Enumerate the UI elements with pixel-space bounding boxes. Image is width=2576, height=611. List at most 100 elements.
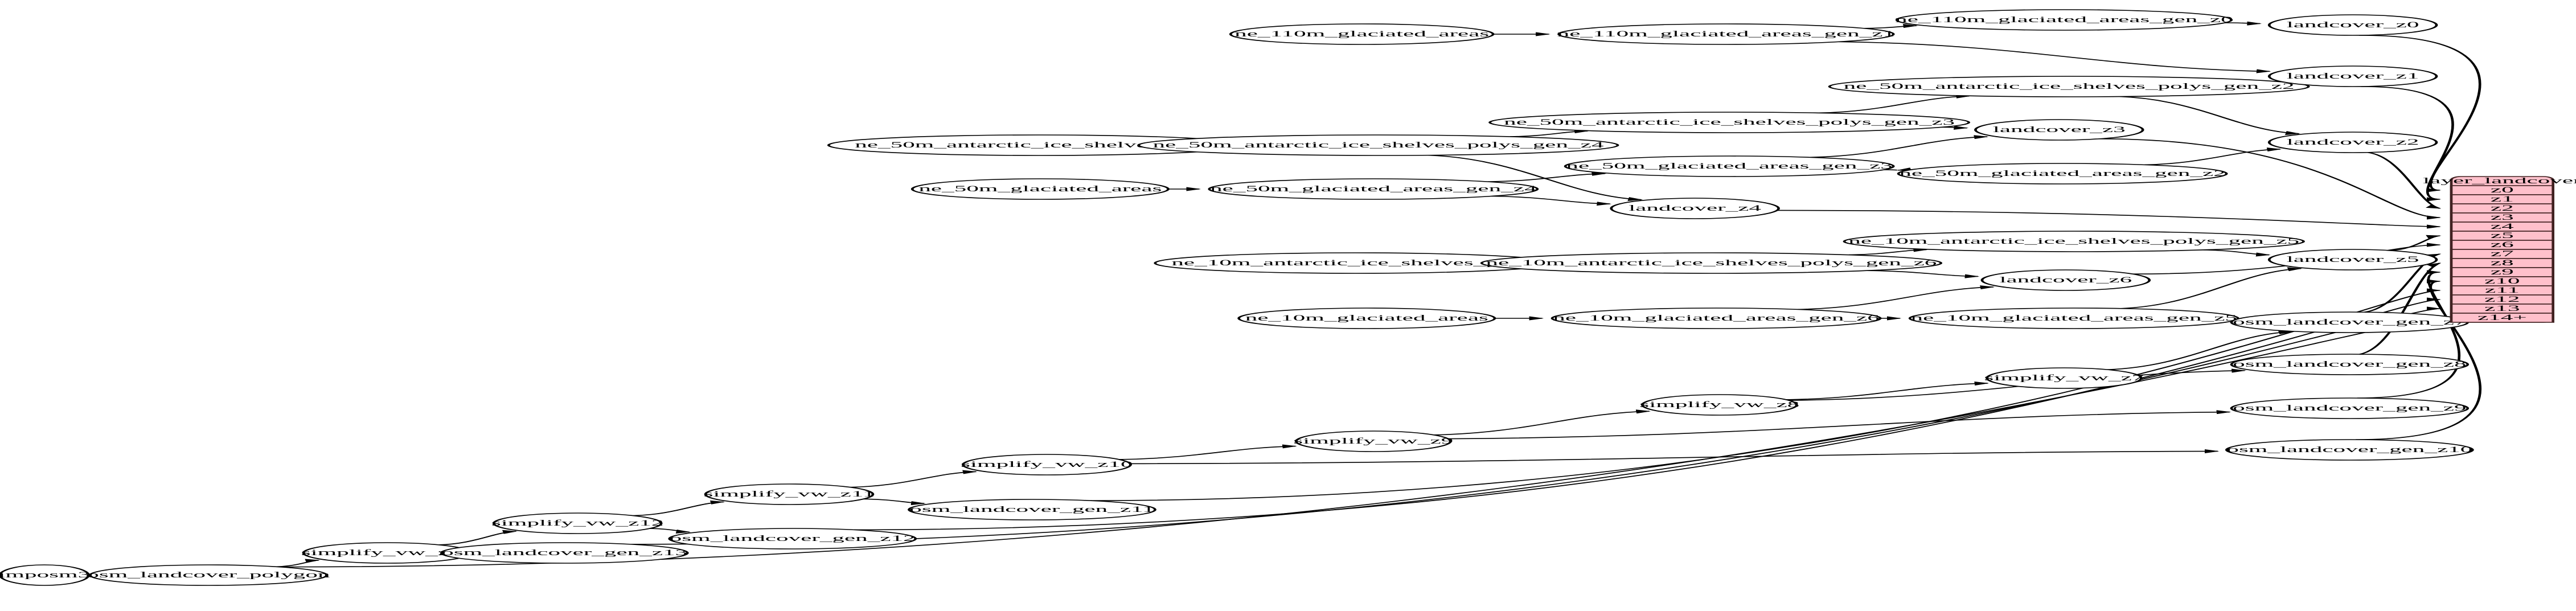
- graph-node-ne_50m_antarctic_ice_shelves_polys_gen_z4[interactable]: ne_50m_antarctic_ice_shelves_polys_gen_z…: [1137, 134, 1619, 156]
- edge-ne_10m_antarctic_ice_shelves_polys_gen_z6-to-ne_10m_antarctic_ice_shelves_polys_gen_z5: [1848, 248, 1929, 256]
- node-ellipse: [668, 528, 917, 550]
- node-ellipse: [1828, 76, 2310, 97]
- graph-node-landcover_z0[interactable]: landcover_z0: [2267, 14, 2438, 36]
- edge-landcover_z3-to-layer_landcover.z3: [2099, 138, 2442, 220]
- edge-osm_landcover_polygon-to-simplify_vw_z13: [276, 559, 321, 568]
- graph-node-landcover_z2[interactable]: landcover_z2: [2267, 132, 2438, 153]
- graph-node-ne_50m_glaciated_areas_gen_z2[interactable]: ne_50m_glaciated_areas_gen_z2: [1897, 163, 2228, 184]
- edge-osm_landcover_gen_z13-to-layer_landcover.z13: [631, 306, 2442, 545]
- node-ellipse: [2230, 397, 2470, 419]
- table-row-z9[interactable]: [2450, 267, 2554, 277]
- table-row-z8[interactable]: [2450, 258, 2554, 268]
- node-ellipse: [1610, 198, 1780, 219]
- node-ellipse: [910, 178, 1170, 200]
- table-row-z0[interactable]: [2450, 185, 2554, 195]
- graph-node-landcover_z1[interactable]: landcover_z1: [2267, 65, 2438, 87]
- graph-node-imposm3[interactable]: imposm3: [0, 564, 90, 586]
- node-ellipse: [2230, 311, 2470, 333]
- graph-node-ne_110m_glaciated_areas[interactable]: ne_110m_glaciated_areas: [1229, 23, 1495, 45]
- graph-node-landcover_z4[interactable]: landcover_z4: [1610, 198, 1780, 219]
- graph-node-landcover_z3[interactable]: landcover_z3: [1974, 119, 2144, 141]
- graph-node-osm_landcover_gen_z11[interactable]: osm_landcover_gen_z11: [908, 499, 1156, 520]
- graph-node-ne_10m_glaciated_areas_gen_z6[interactable]: ne_10m_glaciated_areas_gen_z6: [1550, 307, 1882, 329]
- graph-node-ne_50m_antarctic_ice_shelves_polys_gen_z2[interactable]: ne_50m_antarctic_ice_shelves_polys_gen_z…: [1828, 76, 2310, 97]
- graph-node-landcover_z5[interactable]: landcover_z5: [2267, 249, 2438, 270]
- node-ellipse: [1480, 252, 1943, 274]
- graph-node-landcover_z6[interactable]: landcover_z6: [1980, 269, 2151, 291]
- graph-node-osm_landcover_gen_z13[interactable]: osm_landcover_gen_z13: [440, 542, 689, 564]
- node-ellipse: [2230, 354, 2470, 375]
- graph-node-osm_landcover_gen_z12[interactable]: osm_landcover_gen_z12: [668, 528, 917, 550]
- edge-landcover_z5-to-layer_landcover.z5: [2390, 235, 2442, 251]
- edge-simplify_vw_z9-to-osm_landcover_gen_z9: [1448, 410, 2232, 440]
- edge-simplify_vw_z12-to-simplify_vw_z11: [633, 500, 725, 516]
- graph-node-osm_landcover_gen_z9[interactable]: osm_landcover_gen_z9: [2230, 397, 2470, 419]
- node-ellipse: [1564, 155, 1895, 177]
- node-ellipse: [2225, 439, 2474, 461]
- graph-node-osm_landcover_polygon[interactable]: osm_landcover_polygon: [87, 564, 330, 586]
- graph-node-osm_landcover_gen_z8[interactable]: osm_landcover_gen_z8: [2230, 354, 2470, 375]
- edge-ne_50m_antarctic_ice_shelves_polys_gen_z3-to-ne_50m_antarctic_ice_shelves_polys_gen_z2: [1819, 94, 1971, 114]
- graph-node-ne_50m_antarctic_ice_shelves_polys_gen_z3[interactable]: ne_50m_antarctic_ice_shelves_polys_gen_z…: [1488, 112, 1971, 133]
- graph-node-ne_10m_glaciated_areas[interactable]: ne_10m_glaciated_areas: [1237, 307, 1496, 329]
- edge-landcover_z2-to-layer_landcover.z2: [2367, 151, 2442, 209]
- graph-node-simplify_vw_z8[interactable]: simplify_vw_z8: [1639, 394, 1799, 416]
- table-row-z7[interactable]: [2450, 249, 2554, 259]
- table-row-z5[interactable]: [2450, 231, 2554, 241]
- graph-node-simplify_vw_z12[interactable]: simplify_vw_z12: [491, 512, 664, 534]
- edge-ne_10m_glaciated_areas_gen_z5-to-landcover_z5: [2120, 267, 2303, 309]
- graph-node-simplify_vw_z7[interactable]: simplify_vw_z7: [1984, 367, 2144, 389]
- edge-simplify_vw_z13-to-simplify_vw_z12: [438, 530, 518, 546]
- table-row-z2[interactable]: [2450, 203, 2554, 214]
- graph-node-ne_10m_antarctic_ice_shelves_polys_gen_z5[interactable]: ne_10m_antarctic_ice_shelves_polys_gen_z…: [1843, 231, 2305, 252]
- table-row-z11[interactable]: [2450, 285, 2554, 296]
- table-row-z6[interactable]: [2450, 240, 2554, 250]
- node-ellipse: [1980, 269, 2151, 291]
- node-ellipse: [2267, 14, 2438, 36]
- node-ellipse: [1895, 9, 2233, 31]
- edge-osm_landcover_gen_z12-to-layer_landcover.z12: [854, 297, 2442, 531]
- graph-node-ne_10m_glaciated_areas_gen_z5[interactable]: ne_10m_glaciated_areas_gen_z5: [1908, 307, 2239, 329]
- table-row-z13[interactable]: [2450, 304, 2554, 314]
- edge-simplify_vw_z8-to-simplify_vw_z7: [1786, 382, 1990, 400]
- table-row-z12[interactable]: [2450, 294, 2554, 305]
- edge-simplify_vw_z11-to-simplify_vw_z10: [850, 470, 978, 488]
- table-row-z10[interactable]: [2450, 276, 2554, 286]
- node-ellipse: [440, 542, 689, 564]
- node-ellipse: [1229, 23, 1495, 45]
- node-ellipse: [1974, 119, 2144, 141]
- graph-node-simplify_vw_z9[interactable]: simplify_vw_z9: [1293, 430, 1453, 452]
- edge-simplify_vw_z10-to-osm_landcover_gen_z10: [1130, 449, 2220, 465]
- edge-simplify_vw_z11-to-osm_landcover_gen_z11: [863, 498, 926, 506]
- edge-simplify_vw_z12-to-osm_landcover_gen_z12: [650, 528, 691, 534]
- edge-osm_landcover_gen_z9-to-layer_landcover.z9: [2357, 270, 2460, 399]
- graph-node-osm_landcover_gen_z7[interactable]: osm_landcover_gen_z7: [2230, 311, 2470, 333]
- graph-node-ne_110m_glaciated_areas_gen_z1[interactable]: ne_110m_glaciated_areas_gen_z1: [1557, 23, 1896, 45]
- node-ellipse: [908, 499, 1156, 520]
- edge-ne_10m_antarctic_ice_shelves_polys_gen_z5-to-landcover_z5: [2203, 249, 2271, 257]
- edge-landcover_z4-to-layer_landcover.z4: [1777, 210, 2442, 229]
- graph-node-osm_landcover_gen_z10[interactable]: osm_landcover_gen_z10: [2225, 439, 2474, 461]
- table-row-z3[interactable]: [2450, 212, 2554, 223]
- edge-simplify_vw_z9-to-simplify_vw_z8: [1433, 409, 1651, 436]
- graph-node-ne_50m_glaciated_areas_gen_z3[interactable]: ne_50m_glaciated_areas_gen_z3: [1564, 155, 1895, 177]
- node-ellipse: [1897, 163, 2228, 184]
- edge-ne_50m_antarctic_ice_shelves_polys_gen_z2-to-landcover_z2: [2119, 96, 2300, 136]
- node-ellipse: [493, 512, 663, 534]
- table-row-z1[interactable]: [2450, 194, 2554, 204]
- edge-ne_50m_antarctic_ice_shelves_polys_gen_z4-to-ne_50m_antarctic_ice_shelves_polys_gen_z3: [1510, 129, 1590, 137]
- node-ellipse: [0, 564, 90, 586]
- graph-node-ne_50m_glaciated_areas[interactable]: ne_50m_glaciated_areas: [910, 178, 1170, 200]
- graph-node-simplify_vw_z11[interactable]: simplify_vw_z11: [704, 483, 875, 505]
- table-row-z4[interactable]: [2450, 222, 2554, 232]
- graph-node-ne_110m_glaciated_areas_gen_z0[interactable]: ne_110m_glaciated_areas_gen_z0: [1895, 9, 2233, 31]
- graph-node-ne_10m_antarctic_ice_shelves_polys_gen_z6[interactable]: ne_10m_antarctic_ice_shelves_polys_gen_z…: [1480, 252, 1943, 274]
- node-ellipse: [1557, 23, 1895, 45]
- table-row-z14+[interactable]: [2450, 313, 2554, 323]
- edge-simplify_vw_z10-to-simplify_vw_z9: [1119, 444, 1298, 460]
- edge-simplify_vw_z7-to-osm_landcover_gen_z7: [2107, 330, 2294, 370]
- graph-node-ne_50m_glaciated_areas_gen_z4[interactable]: ne_50m_glaciated_areas_gen_z4: [1208, 178, 1539, 200]
- edge-landcover_z1-to-layer_landcover.z1: [2361, 86, 2454, 202]
- graph-node-simplify_vw_z10[interactable]: simplify_vw_z10: [961, 454, 1133, 475]
